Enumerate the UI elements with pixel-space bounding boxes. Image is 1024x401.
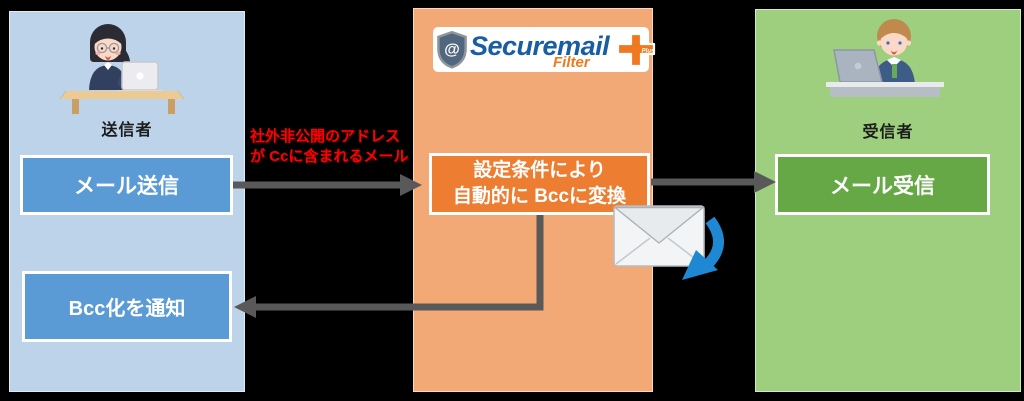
send-mail-node: メール送信: [20, 155, 233, 215]
receiver-label: 受信者: [862, 124, 914, 141]
receive-mail-label: メール受信: [830, 174, 935, 198]
send-to-filter-arrow: [233, 174, 422, 196]
securemail-filter-logo: @ Securemail Filter Plus: [433, 27, 656, 72]
shield-at-icon: @: [437, 30, 467, 69]
receive-mail-node: メール受信: [775, 154, 990, 215]
sender-label: 送信者: [101, 122, 153, 139]
logo-brand-text: Securemail: [470, 31, 610, 61]
sender-person-illustration: [60, 24, 184, 114]
receiver-person-illustration: [826, 19, 944, 97]
plus-icon: Plus: [616, 32, 656, 68]
send-mail-label: メール送信: [74, 175, 179, 198]
bcc-convert-node: 設定条件により 自動的に Bccに変換: [429, 153, 650, 215]
svg-text:Plus: Plus: [642, 49, 655, 55]
bcc-notify-label: Bcc化を通知: [68, 298, 186, 320]
envelope-icon: [613, 205, 705, 267]
cc-warning-line1: 社外非公開のアドレス: [250, 128, 401, 145]
mail-flyout-group: [613, 205, 724, 280]
bcc-notify-node: Bcc化を通知: [22, 271, 232, 342]
bcc-convert-line2: 自動的に Bccに変換: [452, 186, 627, 207]
bcc-convert-line1: 設定条件により: [473, 160, 606, 181]
cc-warning-annotation: 社外非公開のアドレス が Ccに含まれるメール: [250, 127, 426, 167]
svg-text:@: @: [444, 42, 460, 59]
cc-warning-line2: が Ccに含まれるメール: [250, 148, 409, 165]
curved-arrow-icon: [682, 216, 724, 280]
logo-product-text: Filter: [553, 54, 590, 71]
